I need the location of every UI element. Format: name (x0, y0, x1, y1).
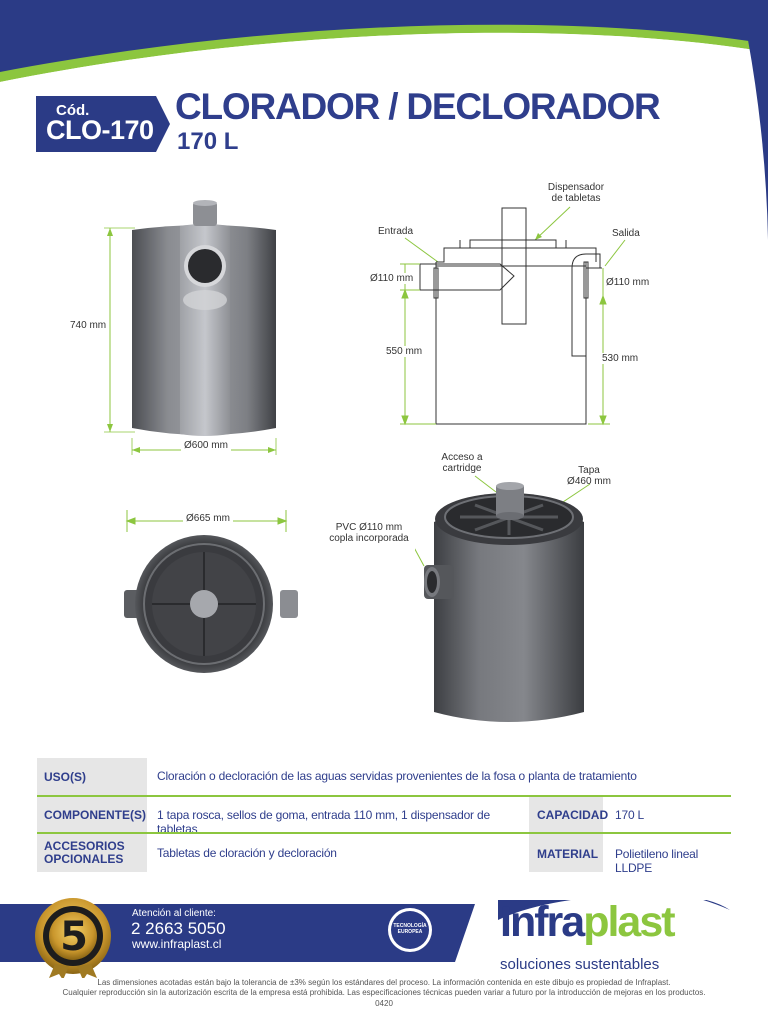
outlet-height-label: 530 mm (602, 353, 639, 364)
code-badge (36, 96, 170, 152)
top-view-drawing (124, 510, 298, 673)
brand-tagline: soluciones sustentables (500, 956, 660, 973)
section-view-drawing (400, 206, 626, 426)
uses-header: USO(S) (37, 758, 147, 795)
warranty-seal (35, 898, 111, 978)
disclaimer-line-1: Las dimensiones acotadas están bajo la t… (97, 978, 671, 987)
inlet-label: Entrada (378, 226, 414, 237)
disclaimer-line-2: Cualquier reproducción sin la autorizaci… (62, 988, 706, 997)
accessories-value: Tabletas de cloración y decloración (157, 846, 337, 860)
brand-logo: Infraplast (500, 898, 676, 946)
spec-table: USO(S) Cloración o decloración de las ag… (37, 758, 731, 875)
outlet-diameter-label: Ø110 mm (606, 277, 650, 288)
inlet-diameter-label: Ø110 mm (370, 273, 414, 284)
header-right-stripe (748, 40, 768, 240)
warranty-seal-number: 5 (60, 914, 88, 960)
front-width-label: Ø600 mm (181, 440, 231, 451)
top-width-label: Ø665 mm (183, 513, 233, 524)
material-value: Polietileno lineal LLDPE (615, 847, 699, 875)
page-subtitle: 170 L (177, 128, 239, 155)
footer-band (0, 900, 730, 962)
page-title: CLORADOR / DECLORADOR (175, 86, 661, 127)
uses-value: Cloración o decloración de las aguas ser… (157, 769, 637, 783)
document-code: 0420 (375, 999, 393, 1008)
perspective-view-drawing (415, 475, 591, 722)
capacity-value: 170 L (615, 808, 645, 822)
inlet-height-label: 550 mm (386, 346, 423, 357)
front-height-label: 740 mm (70, 320, 107, 331)
outlet-label: Salida (612, 228, 640, 239)
material-header: MATERIAL (529, 834, 603, 872)
phone-number[interactable]: 2 2663 5050 (131, 919, 226, 938)
european-tech-badge (388, 908, 432, 952)
code-label: Cód. (56, 102, 90, 119)
front-view-drawing (104, 200, 277, 455)
header-banner (0, 0, 768, 100)
components-header: COMPONENTE(S) (37, 797, 147, 832)
website-link[interactable]: www.infraplast.cl (132, 937, 222, 951)
product-code: CLO-170 (46, 115, 154, 145)
customer-service-label: Atención al cliente: (132, 908, 216, 919)
capacity-header: CAPACIDAD (529, 797, 608, 832)
